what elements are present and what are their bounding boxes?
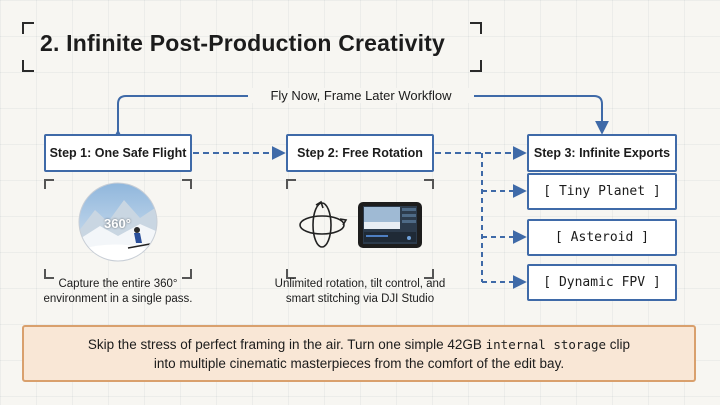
step-1-frame [44, 179, 192, 279]
export-tiny-planet: [ Tiny Planet ] [527, 173, 677, 210]
rotation-icon [299, 200, 348, 248]
step-3-box: Step 3: Infinite Exports [527, 134, 677, 172]
title-frame: 2. Infinite Post-Production Creativity [22, 22, 482, 72]
callout-text-3: into multiple cinematic masterpieces fro… [153, 355, 565, 371]
skier-icon [127, 227, 151, 249]
step-1-box: Step 1: One Safe Flight [44, 134, 192, 172]
step-1-caption: Capture the entire 360° environment in a… [43, 278, 193, 305]
image-360-badge: 360° [104, 216, 131, 231]
tablet-icon [358, 202, 422, 248]
export-asteroid: [ Asteroid ] [527, 219, 677, 256]
page-title: 2. Infinite Post-Production Creativity [40, 30, 446, 56]
skier-360-image [79, 183, 157, 261]
summary-callout: Skip the stress of perfect framing in th… [22, 325, 696, 382]
step-2-frame [286, 179, 434, 279]
callout-text-1: Skip the stress of perfect framing in th… [87, 336, 486, 352]
workflow-label: Fly Now, Frame Later Workflow [248, 88, 474, 103]
callout-mono: internal storage [485, 336, 607, 352]
export-dynamic-fpv: [ Dynamic FPV ] [527, 264, 677, 301]
callout-text-2: clip [606, 336, 631, 352]
step-2-caption: Unlimited rotation, tilt control, and sm… [274, 278, 446, 305]
step-2-box: Step 2: Free Rotation [286, 134, 434, 172]
